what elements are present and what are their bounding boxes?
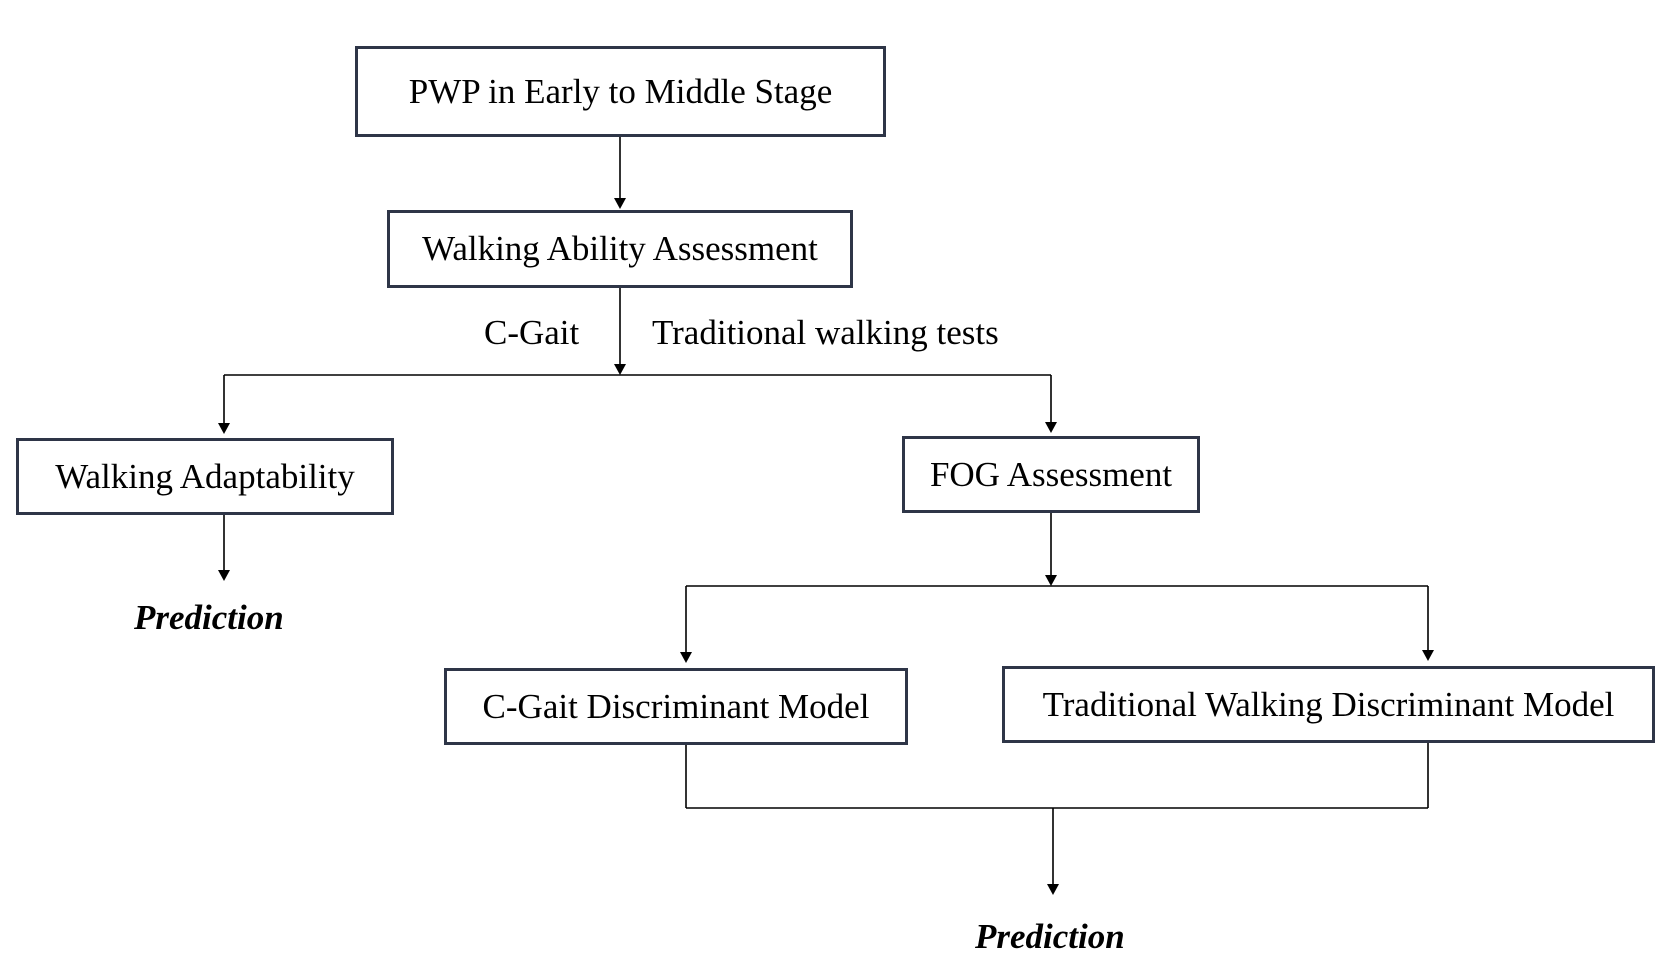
branch-label-traditional: Traditional walking tests [652,313,999,352]
arrowhead [1047,884,1059,895]
arrowhead [1422,650,1434,661]
prediction-left: Prediction [134,598,284,637]
arrowhead [218,570,230,581]
arrowhead [218,423,230,434]
node-traditional-walking-discriminant-model: Traditional Walking Discriminant Model [1002,666,1655,743]
node-fog-assessment: FOG Assessment [902,436,1200,513]
arrowhead [614,364,626,375]
arrowhead [1045,422,1057,433]
arrowhead [680,652,692,663]
prediction-bottom: Prediction [975,917,1125,956]
arrowhead [1045,575,1057,586]
branch-label-cgait: C-Gait [484,313,580,352]
node-walking-adaptability: Walking Adaptability [16,438,394,515]
node-pwp: PWP in Early to Middle Stage [355,46,886,137]
node-walking-ability-assessment: Walking Ability Assessment [387,210,853,288]
arrowhead [614,198,626,209]
node-cgait-discriminant-model: C-Gait Discriminant Model [444,668,908,745]
